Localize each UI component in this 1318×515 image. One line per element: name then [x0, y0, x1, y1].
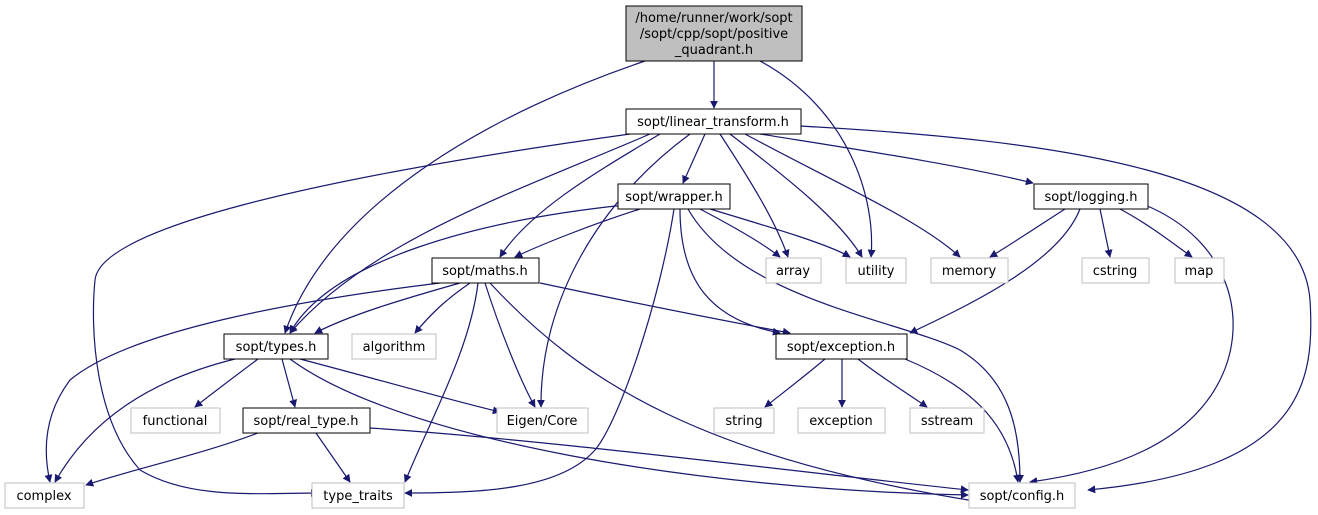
node-memory: memory — [930, 257, 1009, 284]
node-functional-label: functional — [143, 414, 208, 429]
node-sstream-label: sstream — [921, 414, 973, 429]
edge-linear-transform-to-types — [289, 133, 651, 334]
edge-maths-to-eigen-core — [484, 282, 536, 408]
node-type-traits-label: type_traits — [323, 489, 393, 504]
edge-logging-to-cstring — [1099, 208, 1113, 258]
node-exception-std: exception — [797, 407, 886, 434]
node-map-label: map — [1185, 264, 1214, 279]
node-types-label: sopt/types.h — [236, 340, 317, 355]
node-functional: functional — [130, 407, 221, 434]
node-types[interactable]: sopt/types.h — [223, 333, 329, 360]
node-string-label: string — [725, 414, 762, 429]
node-sstream: sstream — [909, 407, 985, 434]
edge-wrapper-to-type-traits — [404, 208, 675, 497]
edge-exception-to-sstream — [857, 358, 928, 408]
node-wrapper[interactable]: sopt/wrapper.h — [617, 183, 731, 210]
node-logging[interactable]: sopt/logging.h — [1033, 183, 1149, 210]
edge-wrapper-to-utility — [709, 208, 851, 258]
node-root-positive-quadrant[interactable]: /home/runner/work/sopt /sopt/cpp/sopt/po… — [625, 5, 803, 62]
edge-root-to-utility — [759, 60, 876, 258]
node-exception-label: sopt/exception.h — [787, 340, 895, 355]
edge-wrapper-to-types — [289, 204, 626, 334]
edge-linear-transform-to-maths — [499, 133, 661, 258]
edge-real-type-to-config — [369, 427, 969, 494]
node-array-label: array — [776, 264, 810, 279]
node-linear-transform[interactable]: sopt/linear_transform.h — [625, 108, 802, 135]
edge-linear-transform-to-logging — [759, 133, 1034, 186]
node-cstring: cstring — [1081, 257, 1150, 284]
node-map: map — [1174, 257, 1225, 284]
edge-maths-to-type-traits — [403, 282, 479, 483]
node-real-type[interactable]: sopt/real_type.h — [242, 407, 371, 434]
node-eigen-core: Eigen/Core — [496, 407, 589, 434]
edge-logging-to-config — [1029, 204, 1234, 486]
node-eigen-core-label: Eigen/Core — [507, 414, 578, 429]
edge-maths-to-types — [314, 282, 461, 334]
edge-maths-to-algorithm — [414, 282, 471, 334]
edge-exception-to-string — [764, 358, 826, 408]
node-config[interactable]: sopt/config.h — [968, 482, 1076, 509]
edge-maths-to-exception — [539, 282, 791, 336]
edge-types-to-functional — [194, 358, 259, 408]
edge-real-type-to-complex — [85, 432, 259, 487]
node-complex: complex — [4, 482, 85, 509]
node-utility-label: utility — [858, 264, 895, 279]
node-type-traits: type_traits — [311, 482, 405, 509]
edge-wrapper-to-config — [687, 208, 1024, 483]
node-algorithm-label: algorithm — [363, 340, 426, 355]
root-line-2: /sopt/cpp/sopt/positive — [640, 27, 788, 42]
node-config-label: sopt/config.h — [980, 489, 1065, 504]
node-exception[interactable]: sopt/exception.h — [775, 333, 908, 360]
node-maths[interactable]: sopt/maths.h — [431, 257, 540, 284]
edge-linear-transform-to-wrapper — [682, 133, 706, 184]
edge-linear-transform-to-eigen-core — [536, 133, 691, 408]
edge-logging-to-exception — [909, 208, 1081, 334]
root-line-3: _quadrant.h — [674, 43, 753, 58]
node-cstring-label: cstring — [1093, 264, 1137, 279]
edge-linear-transform-to-memory — [744, 133, 961, 258]
edge-logging-to-map — [1119, 208, 1193, 258]
edge-maths-to-complex — [44, 282, 441, 483]
edge-types-to-config — [289, 358, 969, 499]
edge-linear-transform-to-utility — [729, 133, 863, 258]
edge-linear-transform-to-type-traits — [92, 133, 631, 498]
node-algorithm: algorithm — [351, 333, 437, 360]
edge-types-to-complex — [54, 358, 236, 483]
edge-linear-transform-to-array — [719, 133, 790, 258]
node-linear-transform-label: sopt/linear_transform.h — [637, 115, 789, 130]
node-exception-std-label: exception — [809, 414, 873, 429]
edge-wrapper-to-maths — [514, 208, 641, 258]
edge-wrapper-to-array — [699, 208, 781, 258]
edge-exception-to-config — [904, 358, 1021, 483]
edge-types-to-eigen-core — [299, 358, 501, 415]
node-real-type-label: sopt/real_type.h — [253, 414, 358, 429]
node-memory-label: memory — [942, 264, 997, 279]
node-string: string — [713, 407, 775, 434]
node-utility: utility — [845, 257, 907, 284]
edge-logging-to-memory — [989, 208, 1066, 258]
node-array: array — [765, 257, 822, 284]
edge-real-type-to-type-traits — [315, 432, 351, 483]
node-wrapper-label: sopt/wrapper.h — [625, 190, 722, 205]
root-line-1: /home/runner/work/sopt — [635, 11, 792, 26]
nodes: /home/runner/work/sopt /sopt/cpp/sopt/po… — [4, 5, 1225, 509]
node-logging-label: sopt/logging.h — [1045, 190, 1138, 205]
edge-root-to-types — [283, 60, 646, 334]
node-maths-label: sopt/maths.h — [442, 264, 528, 279]
edge-types-to-real-type — [281, 358, 297, 408]
edge-linear-transform-to-config — [799, 125, 1312, 494]
edge-maths-to-config — [489, 282, 1001, 508]
edges — [44, 60, 1312, 508]
node-complex-label: complex — [16, 489, 71, 504]
